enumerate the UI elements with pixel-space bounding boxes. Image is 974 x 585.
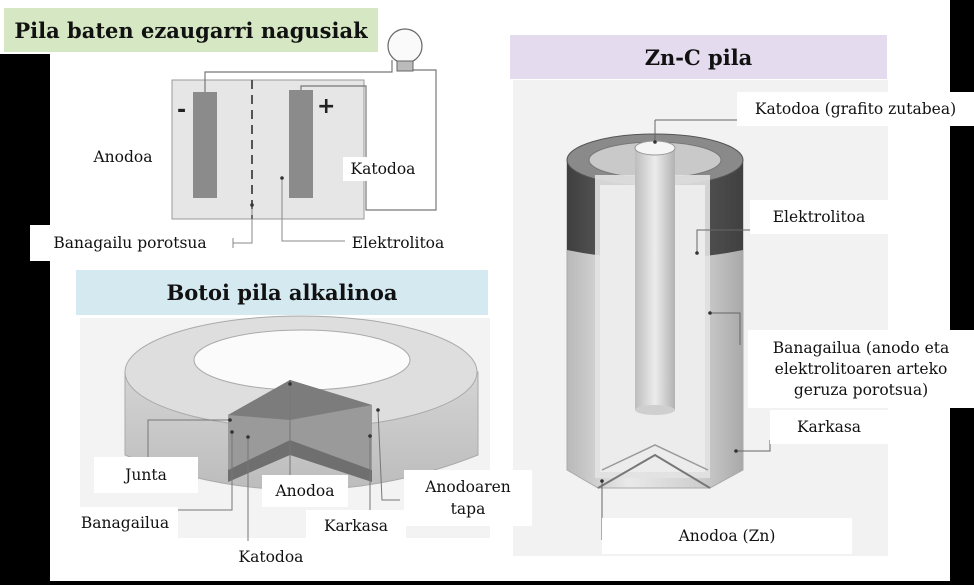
btn-label-anode: Anodoa (262, 475, 348, 507)
label-separator: Banagailu porotsua (30, 225, 230, 261)
zn-label-separator-line3: geruza porotsua) (793, 380, 929, 399)
label-electrolyte: Elektrolitoa (346, 230, 450, 256)
btn-label-cathode: Katodoa (224, 541, 318, 573)
cell-schematic (171, 28, 437, 248)
plus-sign: + (317, 94, 336, 119)
zn-label-electrolyte: Elektrolitoa (750, 200, 888, 234)
main-title: Pila baten ezaugarri nagusiak (4, 8, 378, 52)
zn-c-title: Zn-C pila (510, 35, 887, 79)
btn-label-anode-cap-line2: tapa (450, 500, 486, 518)
label-cathode: Katodoa (343, 157, 423, 181)
button-cell-title: Botoi pila alkalinoa (76, 270, 488, 315)
btn-label-casing: Karkasa (306, 510, 406, 542)
light-bulb-icon (387, 28, 423, 64)
zn-c-cell-drawing (513, 80, 888, 556)
btn-label-anode-cap-line1: Anodoaren (425, 478, 511, 496)
zn-label-casing: Karkasa (770, 410, 888, 444)
zn-label-separator-line2: elektrolitoaren arteko (774, 359, 948, 378)
zn-label-separator-line1: Banagailua (anodo eta (772, 338, 950, 357)
btn-label-anode-cap: Anodoaren tapa (404, 470, 532, 526)
btn-label-gasket: Junta (94, 457, 198, 493)
zn-label-cathode: Katodoa (grafito zutabea) (737, 92, 974, 126)
btn-label-separator: Banagailua (72, 507, 178, 539)
zn-label-separator: Banagailua (anodo eta elektrolitoaren ar… (748, 330, 974, 408)
zn-label-anode: Anodoa (Zn) (602, 518, 852, 554)
label-anode: Anodoa (84, 145, 162, 169)
minus-sign: - (177, 98, 187, 123)
